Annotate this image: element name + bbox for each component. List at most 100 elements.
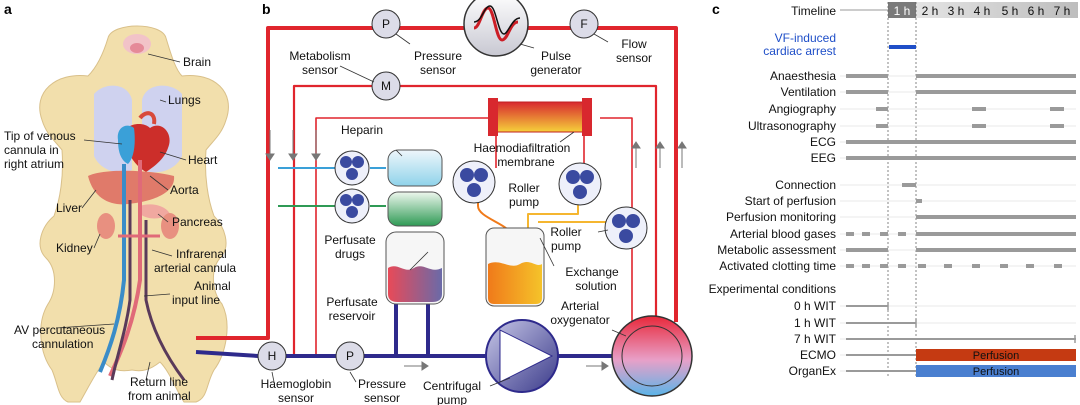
label-flow-1: Flow (621, 37, 647, 51)
circuit-leader-lines (271, 33, 627, 387)
timeline-row-label: Anaesthesia (770, 69, 836, 83)
hour-label: 3 h (948, 4, 965, 18)
timeline-bar (846, 232, 854, 236)
timeline-bar (846, 354, 916, 356)
label-reservoir-1: Perfusate (326, 295, 378, 309)
vf-bar (889, 45, 916, 49)
conditions-title: Experimental conditions (709, 282, 836, 296)
timeline-bar (846, 140, 1076, 144)
vf-label-2: cardiac arrest (763, 44, 836, 58)
label-animal-1: Animal (194, 279, 231, 293)
label-oxygenator-1: Arterial (561, 299, 599, 313)
timeline-bar (1054, 264, 1062, 268)
timeline-row-label: Ultrasonography (748, 119, 836, 133)
label-infrarenal-2: arterial cannula (154, 261, 236, 275)
timeline-bar (846, 248, 888, 252)
timeline-bar (898, 264, 906, 268)
timeline-bar (846, 74, 888, 78)
arterial-oxygenator (611, 315, 693, 397)
timeline-row-label: Ventilation (781, 85, 836, 99)
label-return-2: from animal (128, 389, 191, 403)
timeline-row-label: Arterial blood gases (730, 227, 836, 241)
label-av-2: cannulation (32, 337, 93, 351)
label-pressure-top-1: Pressure (414, 49, 462, 63)
perfusate-drugs-bag (387, 191, 443, 227)
timeline-bar (902, 183, 916, 187)
label-animal-2: input line (172, 293, 220, 307)
timeline-row-label: 0 h WIT (794, 299, 837, 313)
label-brain: Brain (183, 55, 211, 69)
pulse-generator (463, 0, 529, 57)
roller-pump-drugs (334, 188, 370, 224)
label-roller1-1: Roller (508, 181, 539, 195)
label-psensor-1: Pressure (358, 377, 406, 391)
timeline-bar (862, 232, 870, 236)
roller-pump-membrane-left (452, 160, 496, 204)
metabolism-sensor: M (371, 71, 401, 101)
perfusate-reservoir (385, 231, 445, 305)
label-kidney: Kidney (56, 241, 93, 255)
roller-pump-heparin (334, 150, 370, 186)
haemoglobin-sensor: H (257, 341, 287, 371)
anatomy-leader-lines (55, 53, 187, 381)
timeline-bar (972, 264, 980, 268)
circuit-tubing (195, 26, 678, 358)
timeline-bar (846, 90, 888, 94)
label-heparin: Heparin (341, 123, 383, 137)
timeline-bar (876, 107, 888, 111)
label-pulse-2: generator (530, 63, 581, 77)
label-exchange-2: solution (575, 279, 616, 293)
timeline-bar (876, 124, 888, 128)
label-haemo-2: membrane (497, 155, 555, 169)
hour-label: 7 h (1054, 4, 1071, 18)
timeline-bar (1026, 264, 1034, 268)
timeline-bar (1050, 124, 1064, 128)
hour-label: 2 h (922, 4, 939, 18)
timeline-bar (916, 232, 1076, 236)
timeline-title: Timeline (791, 4, 836, 18)
timeline-bar (916, 215, 1076, 219)
label-heart: Heart (188, 153, 218, 167)
label-exchange-1: Exchange (565, 265, 619, 279)
timeline-header: Timeline (791, 2, 1078, 18)
label-metabolism-1: Metabolism (289, 49, 350, 63)
timeline-bar (846, 305, 888, 307)
timeline-bar (916, 248, 1076, 252)
timeline-bar (944, 264, 952, 268)
hour-label: 6 h (1028, 4, 1045, 18)
label-hsensor-1: Haemoglobin (261, 377, 332, 391)
flow-arrows (265, 130, 687, 371)
label-lungs: Lungs (168, 93, 201, 107)
roller-pump-membrane-right (558, 162, 602, 206)
timeline-bar (916, 365, 1076, 377)
timeline-bar (846, 322, 916, 324)
metabolism-sensor-letter: M (381, 79, 391, 93)
label-tip-line1: Tip of venous (4, 129, 76, 143)
label-roller1-2: pump (509, 195, 539, 209)
timeline-bar (862, 264, 870, 268)
timeline-bar (846, 264, 854, 268)
timeline-bar (918, 264, 926, 268)
timeline-row-label: Connection (775, 178, 836, 192)
timeline-bar (880, 232, 888, 236)
timeline-row-label: 7 h WIT (794, 332, 837, 346)
timeline-row-label: ECG (810, 135, 836, 149)
timeline-row-label: Metabolic assessment (717, 243, 836, 257)
panel-letter-b: b (262, 1, 271, 17)
label-haemo-1: Haemodiafiltration (474, 141, 571, 155)
label-pancreas: Pancreas (172, 215, 223, 229)
label-metabolism-2: sensor (302, 63, 338, 77)
timeline-row-label: Angiography (769, 102, 836, 116)
pressure-sensor-top: P (371, 9, 401, 39)
label-infrarenal-1: Infrarenal (176, 247, 227, 261)
panel-letter-c: c (712, 1, 720, 17)
label-centrifugal-2: pump (437, 393, 467, 405)
hour-label: 1 h (894, 4, 911, 18)
timeline-bar (916, 349, 1076, 361)
organex-bar-label: Perfusion (973, 366, 1019, 378)
label-centrifugal-1: Centrifugal (423, 379, 481, 393)
label-aorta: Aorta (170, 183, 199, 197)
heparin-bag (387, 149, 443, 187)
label-reservoir-2: reservoir (329, 309, 376, 323)
